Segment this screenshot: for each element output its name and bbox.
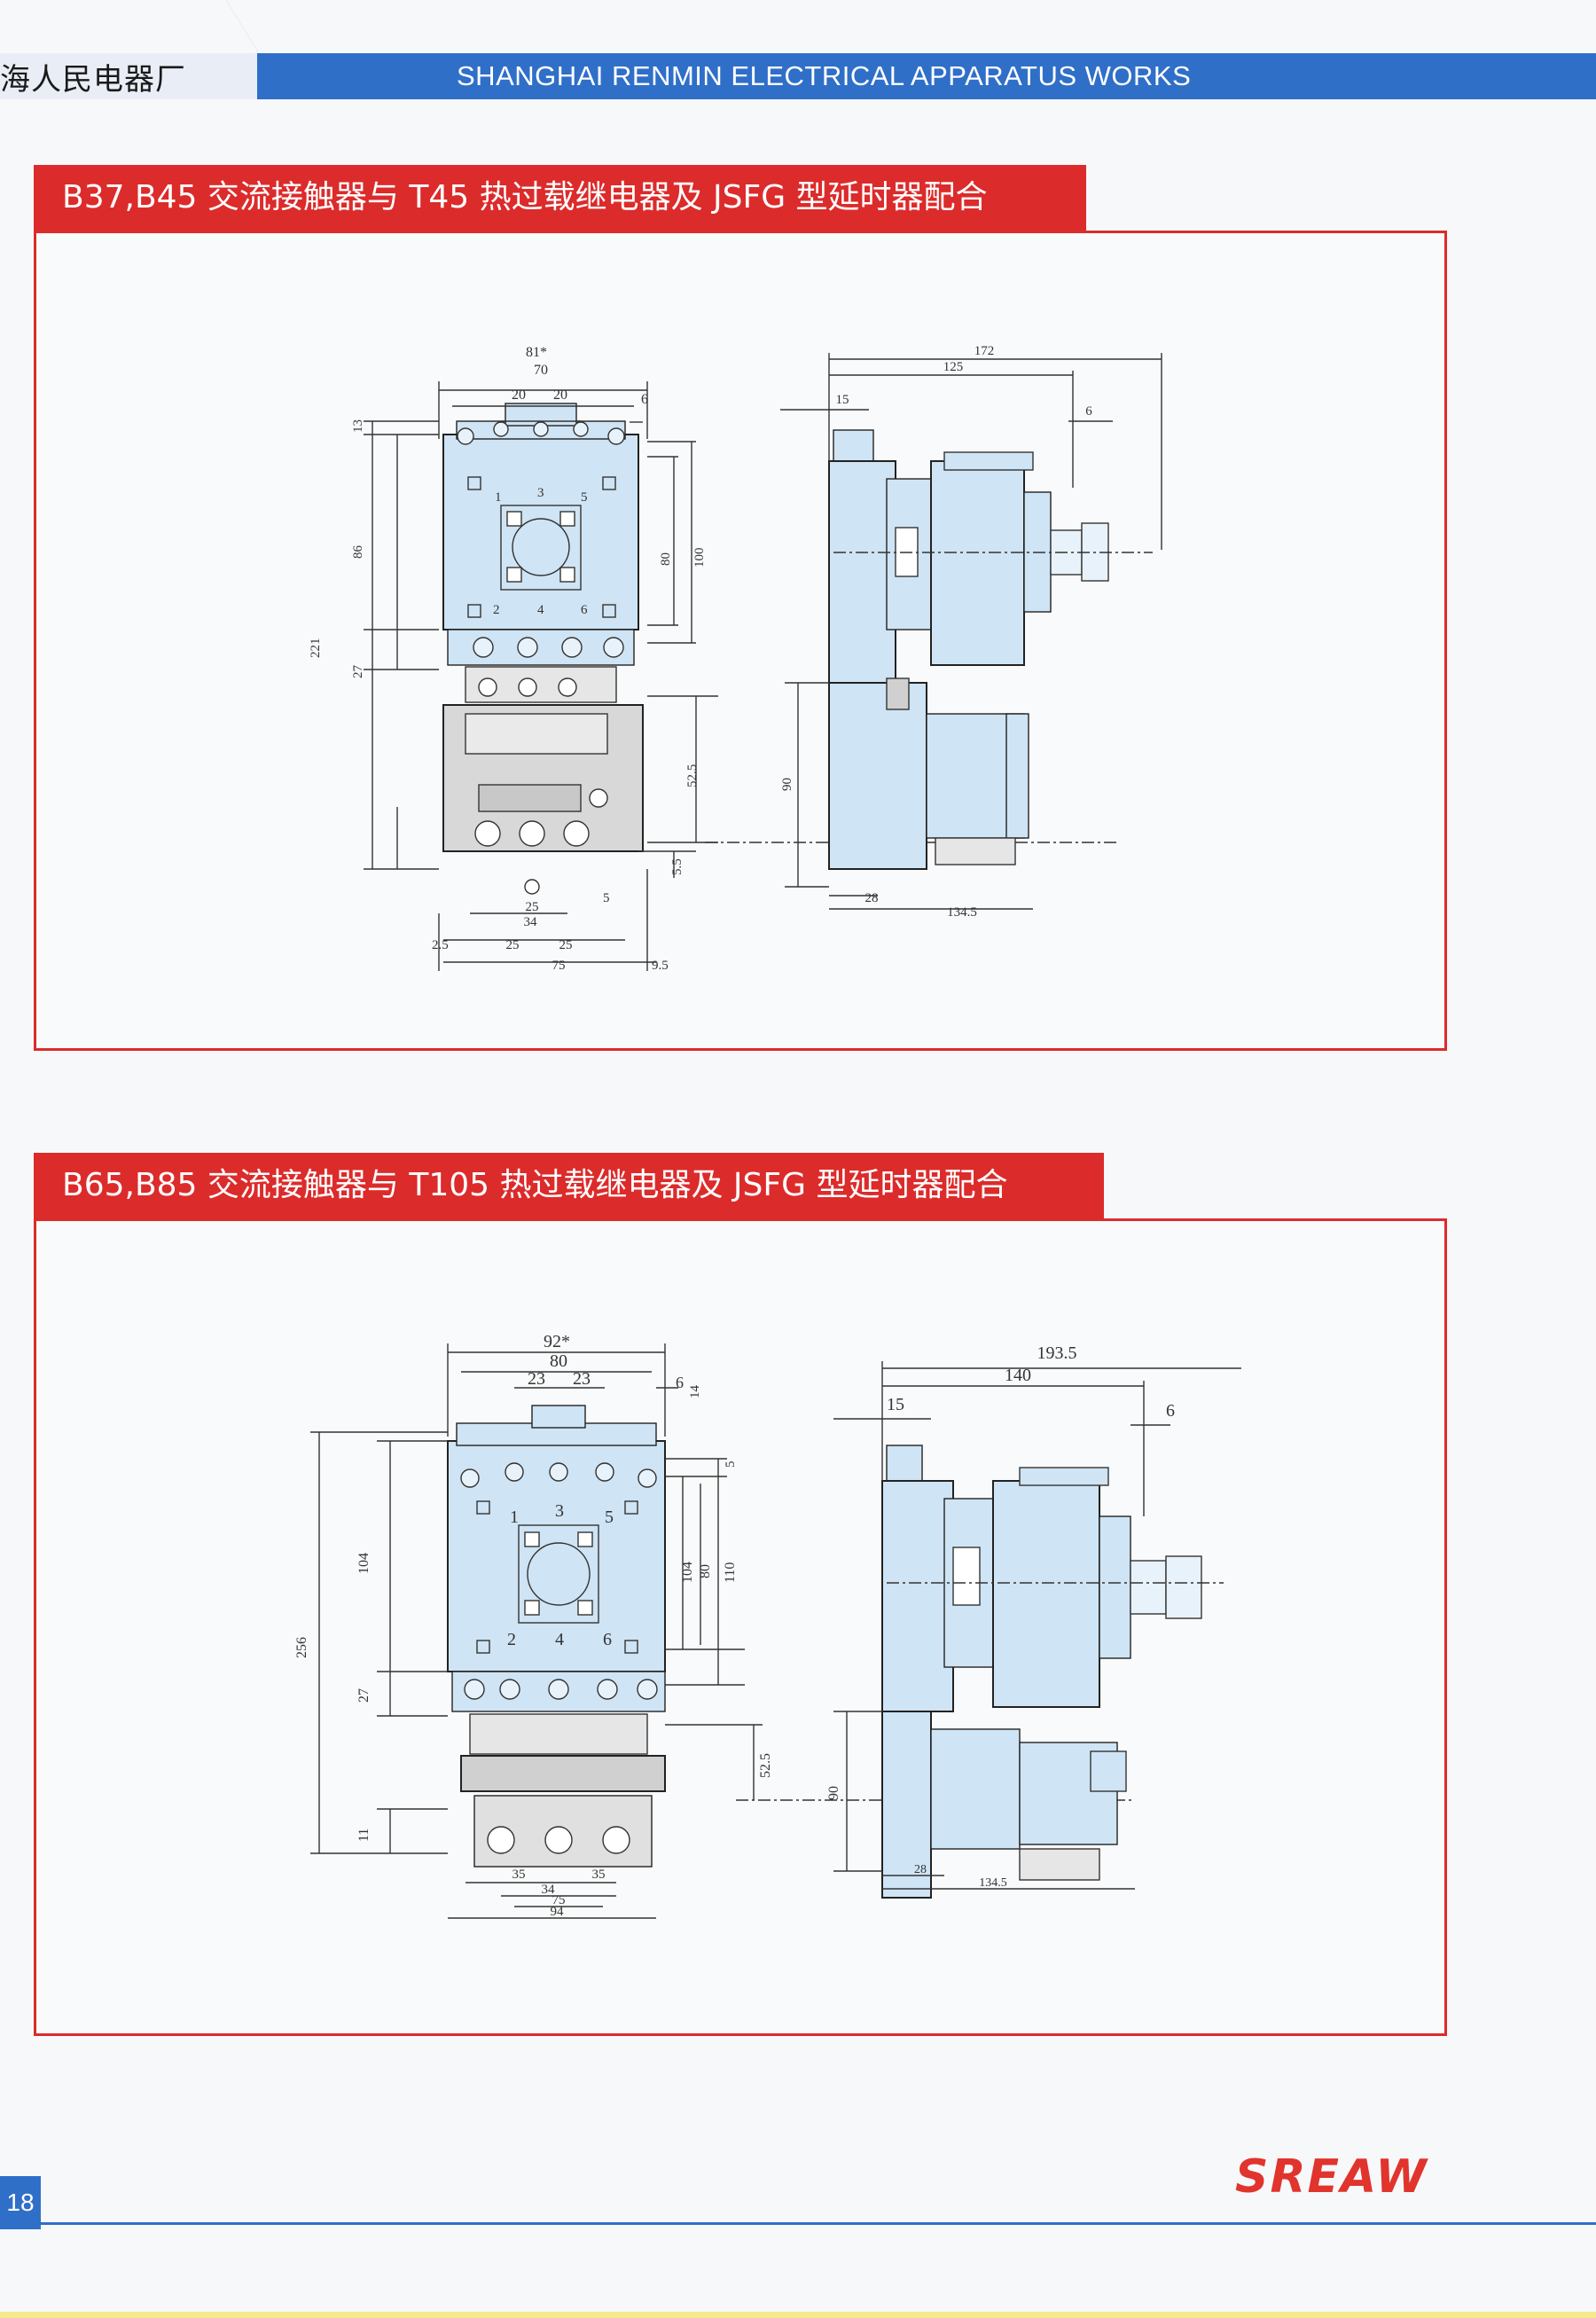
dim-172: 172 [974,344,995,358]
dim-15: 15 [887,1395,904,1414]
terminal-6: 6 [581,603,588,617]
page-edge [0,2312,1596,2318]
dimension-drawing-b37-b45: 81* 70 20 20 6 13 86 221 27 80 100 52.5 … [309,344,1162,973]
terminal-3: 3 [537,486,544,500]
brand-logo: SREAW [1235,2150,1428,2204]
terminal-2: 2 [493,603,500,617]
dim-94: 94 [551,1905,565,1919]
dim-28: 28 [865,891,879,905]
dim-52-5: 52.5 [685,764,700,787]
dim-6-side: 6 [1085,404,1092,419]
dim-2-5: 2.5 [432,938,449,952]
dim-134-5: 134.5 [979,1876,1007,1890]
dim-27: 27 [356,1688,372,1703]
dim-110: 110 [723,1562,738,1583]
dim-23-left: 23 [528,1369,545,1389]
footer-rule [41,2222,1596,2225]
dim-75: 75 [552,959,566,973]
dim-34: 34 [524,915,538,929]
dim-5: 5 [603,891,610,905]
company-name-cn: 海人民电器厂 [0,62,186,98]
dim-81: 81* [526,345,547,360]
dim-90: 90 [826,1786,841,1800]
terminal-1: 1 [510,1507,519,1527]
dim-104-right: 104 [680,1562,695,1583]
dim-140: 140 [1005,1366,1031,1385]
dim-25-a: 25 [506,938,520,952]
dim-25-b: 25 [559,938,573,952]
section-title-b37-b45: B37,B45 交流接触器与 T45 热过载继电器及 JSFG 型延时器配合 [34,165,1086,231]
dim-27: 27 [351,665,365,679]
dim-35-a: 35 [512,1868,526,1882]
terminal-1: 1 [495,490,502,505]
dim-86: 86 [351,545,365,560]
dim-256: 256 [294,1637,309,1658]
terminal-4: 4 [537,603,544,617]
dim-23-right: 23 [573,1369,591,1389]
dim-193-5: 193.5 [1037,1343,1077,1363]
terminal-6: 6 [603,1630,612,1649]
dim-90: 90 [780,778,794,791]
dim-80-right: 80 [698,1564,713,1578]
dim-20-left: 20 [512,388,526,403]
dim-9-5: 9.5 [652,959,669,973]
dim-104: 104 [356,1553,372,1574]
dim-75: 75 [552,1893,566,1907]
dim-134-5: 134.5 [947,905,977,920]
dim-34: 34 [542,1883,556,1897]
dim-11: 11 [356,1829,372,1842]
dim-13: 13 [351,419,365,433]
dimension-drawing-b65-b85: 92* 80 23 23 6 14 5 104 256 27 104 80 11… [294,1332,1241,1919]
dim-5: 5 [724,1461,738,1468]
dim-5-5: 5.5 [670,858,685,875]
dim-25-small: 25 [526,900,539,914]
drawing-frame-b65-b85 [34,1218,1447,2036]
dim-221: 221 [309,638,323,659]
dim-6: 6 [676,1374,684,1391]
section-title-b65-b85: B65,B85 交流接触器与 T105 热过载继电器及 JSFG 型延时器配合 [34,1153,1104,1218]
terminal-5: 5 [581,490,588,505]
dim-100: 100 [692,548,707,568]
dim-6: 6 [641,392,648,407]
dim-80: 80 [550,1351,567,1371]
company-name-en: SHANGHAI RENMIN ELECTRICAL APPARATUS WOR… [457,60,1192,91]
dim-125: 125 [943,360,964,374]
terminal-5: 5 [605,1507,614,1527]
dim-80: 80 [659,552,673,566]
dim-28: 28 [914,1863,927,1876]
drawing-frame-b37-b45 [34,231,1447,1051]
dim-20-right: 20 [553,388,567,403]
dim-35-b: 35 [592,1868,606,1882]
terminal-3: 3 [555,1501,564,1521]
dim-6-side: 6 [1166,1401,1175,1421]
terminal-2: 2 [507,1630,516,1649]
dim-92: 92* [544,1332,570,1351]
terminal-4: 4 [555,1630,564,1649]
dim-14: 14 [688,1385,702,1399]
page-header: 海人民电器厂 SHANGHAI RENMIN ELECTRICAL APPARA… [0,0,1596,102]
dim-15: 15 [836,393,849,407]
header-band [0,0,1596,99]
dim-52-5: 52.5 [758,1753,773,1778]
page-number: 18 [0,2176,41,2229]
dim-70: 70 [534,363,548,378]
